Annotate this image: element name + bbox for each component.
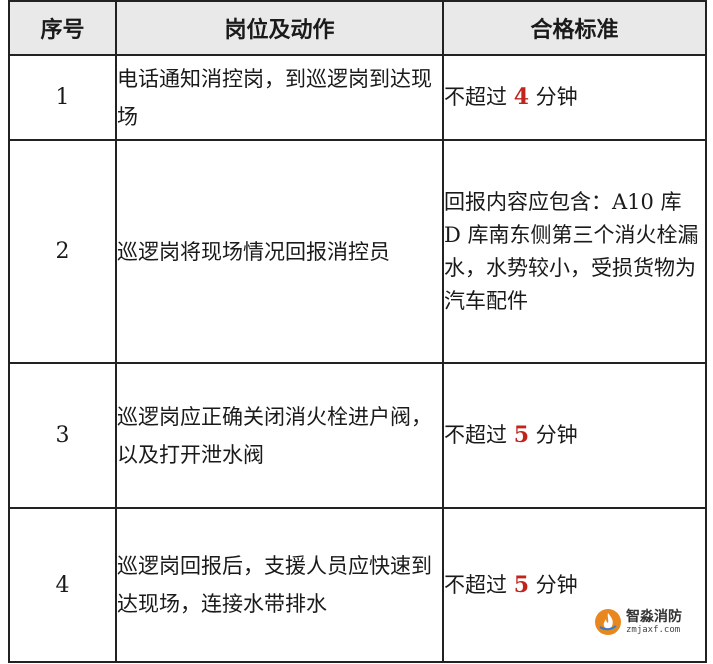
row-standard: 不超过 4 分钟 [442, 54, 707, 141]
table-row: 1 电话通知消控岗，到巡逻岗到达现场 不超过 4 分钟 [8, 54, 707, 141]
row-action: 巡逻岗回报后，支援人员应快速到达现场，连接水带排水 [115, 507, 444, 663]
row-standard: 回报内容应包含：A10 库 D 库南东侧第三个消火栓漏水，水势较小，受损货物为汽… [442, 139, 707, 364]
table-row: 4 巡逻岗回报后，支援人员应快速到达现场，连接水带排水 不超过 5 分钟 [8, 507, 707, 663]
standard-prefix: 不超过 [444, 572, 514, 597]
table-row: 2 巡逻岗将现场情况回报消控员 回报内容应包含：A10 库 D 库南东侧第三个消… [8, 139, 707, 364]
row-index: 3 [8, 362, 117, 509]
flame-logo-icon [595, 609, 621, 635]
standard-suffix: 分钟 [529, 572, 578, 597]
standard-suffix: 分钟 [529, 423, 578, 447]
table-header-row: 序号 岗位及动作 合格标准 [8, 0, 707, 56]
standard-prefix: 不超过 [444, 423, 514, 447]
header-action: 岗位及动作 [115, 0, 444, 56]
row-standard: 不超过 5 分钟 [442, 507, 707, 663]
row-standard: 不超过 5 分钟 [442, 362, 707, 509]
watermark: 智淼消防 zmjaxf.com [594, 606, 704, 638]
row-action: 巡逻岗应正确关闭消火栓进户阀，以及打开泄水阀 [115, 362, 444, 509]
row-action: 巡逻岗将现场情况回报消控员 [115, 139, 444, 364]
row-index: 2 [8, 139, 117, 364]
table-row: 3 巡逻岗应正确关闭消火栓进户阀，以及打开泄水阀 不超过 5 分钟 [8, 362, 707, 509]
header-standard: 合格标准 [442, 0, 707, 56]
header-index: 序号 [8, 0, 117, 56]
standards-table: 序号 岗位及动作 合格标准 1 电话通知消控岗，到巡逻岗到达现场 不超过 4 分… [8, 0, 707, 663]
standard-prefix: 不超过 [444, 85, 514, 109]
row-action: 电话通知消控岗，到巡逻岗到达现场 [115, 54, 444, 141]
row-index: 4 [8, 507, 117, 663]
row-index: 1 [8, 54, 117, 141]
watermark-en: zmjaxf.com [626, 624, 681, 635]
standard-value: 4 [513, 84, 529, 110]
watermark-cn: 智淼消防 [626, 608, 682, 625]
standard-suffix: 分钟 [529, 85, 578, 109]
standard-value: 5 [513, 422, 529, 448]
standard-value: 5 [513, 571, 529, 598]
